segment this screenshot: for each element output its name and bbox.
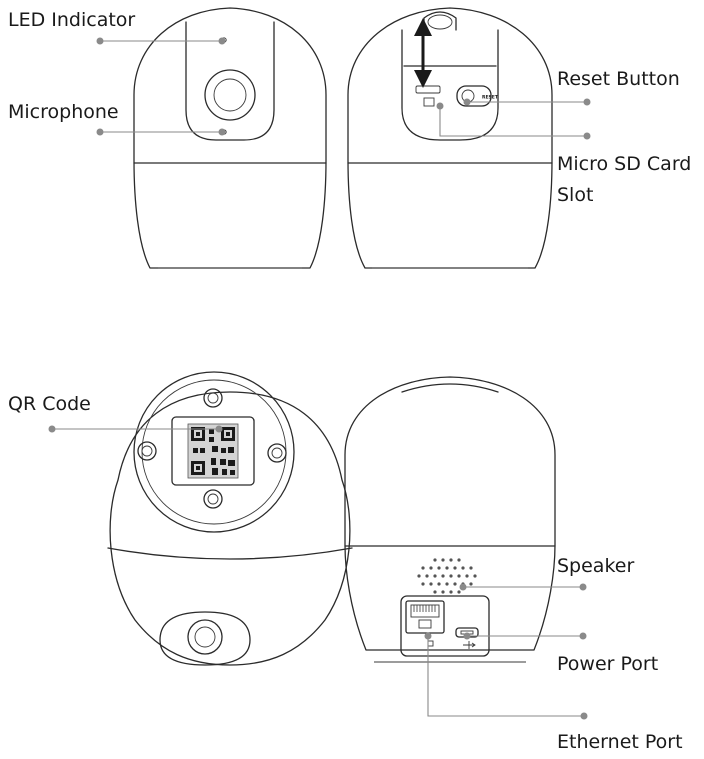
camera-front-view [133, 7, 327, 269]
label-sd-slot-line1: Micro SD Card [557, 153, 691, 175]
label-reset-button: Reset Button [557, 68, 680, 90]
reset-button-tag: RESET [482, 95, 499, 101]
leader-led-indicator [96, 37, 226, 45]
camera-rear-view [344, 376, 556, 663]
label-ethernet-port: Ethernet Port [557, 731, 683, 753]
camera-bottom-view [107, 371, 353, 666]
camera-back-view [347, 7, 553, 269]
leader-ethernet-port [424, 632, 588, 720]
label-qr-code: QR Code [8, 393, 91, 415]
leader-power-port [463, 632, 587, 640]
label-sd-slot-line2: Slot [557, 184, 593, 206]
label-speaker: Speaker [557, 555, 634, 577]
leader-qr-code [48, 425, 223, 433]
leader-speaker [459, 583, 587, 591]
label-microphone: Microphone [8, 101, 119, 123]
leader-microphone [96, 128, 226, 136]
label-power-port: Power Port [557, 653, 658, 675]
label-led-indicator: LED Indicator [8, 9, 135, 31]
leader-reset-button [463, 98, 591, 106]
leader-sd-slot [436, 102, 591, 140]
